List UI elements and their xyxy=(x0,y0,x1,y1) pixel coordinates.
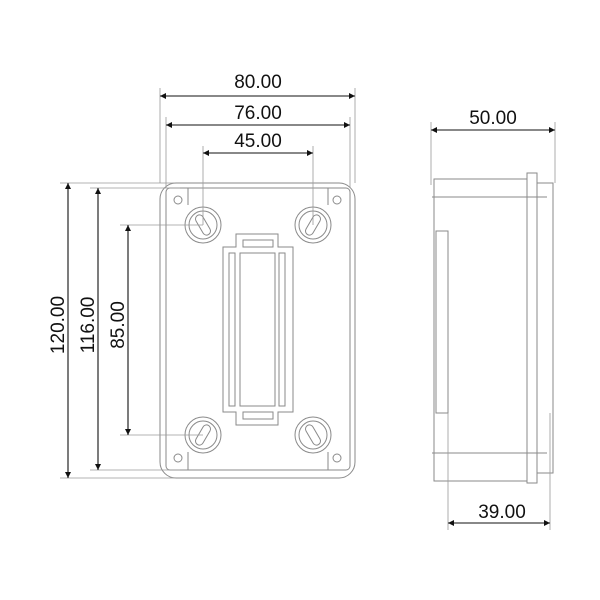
dimension-label-hole-spacing-y: 85.00 xyxy=(108,301,129,349)
mounting-holes xyxy=(184,206,332,454)
corner-small-holes xyxy=(173,195,342,463)
dimension-label-width-outer: 80.00 xyxy=(234,72,282,93)
dimension-label-depth-total: 50.00 xyxy=(469,108,517,129)
dimension-label-hole-spacing-x: 45.00 xyxy=(234,131,282,152)
din-rail-window xyxy=(222,233,294,426)
enclosure-outline xyxy=(159,182,356,479)
dimension-label-height-outer: 120.00 xyxy=(48,296,69,354)
dimension-label-width-inner: 76.00 xyxy=(234,103,282,124)
corner-ribs xyxy=(187,188,329,470)
dimension-label-height-inner: 116.00 xyxy=(78,297,99,354)
dimension-label-depth-body: 39.00 xyxy=(478,502,526,523)
lid xyxy=(536,182,554,474)
enclosure-inner-outline xyxy=(165,187,351,471)
flange xyxy=(526,172,538,484)
front-view: 80.00 76.00 45.00 120.00 116.00 85.00 xyxy=(48,72,356,479)
side-view: 50.00 39.00 xyxy=(430,108,556,530)
